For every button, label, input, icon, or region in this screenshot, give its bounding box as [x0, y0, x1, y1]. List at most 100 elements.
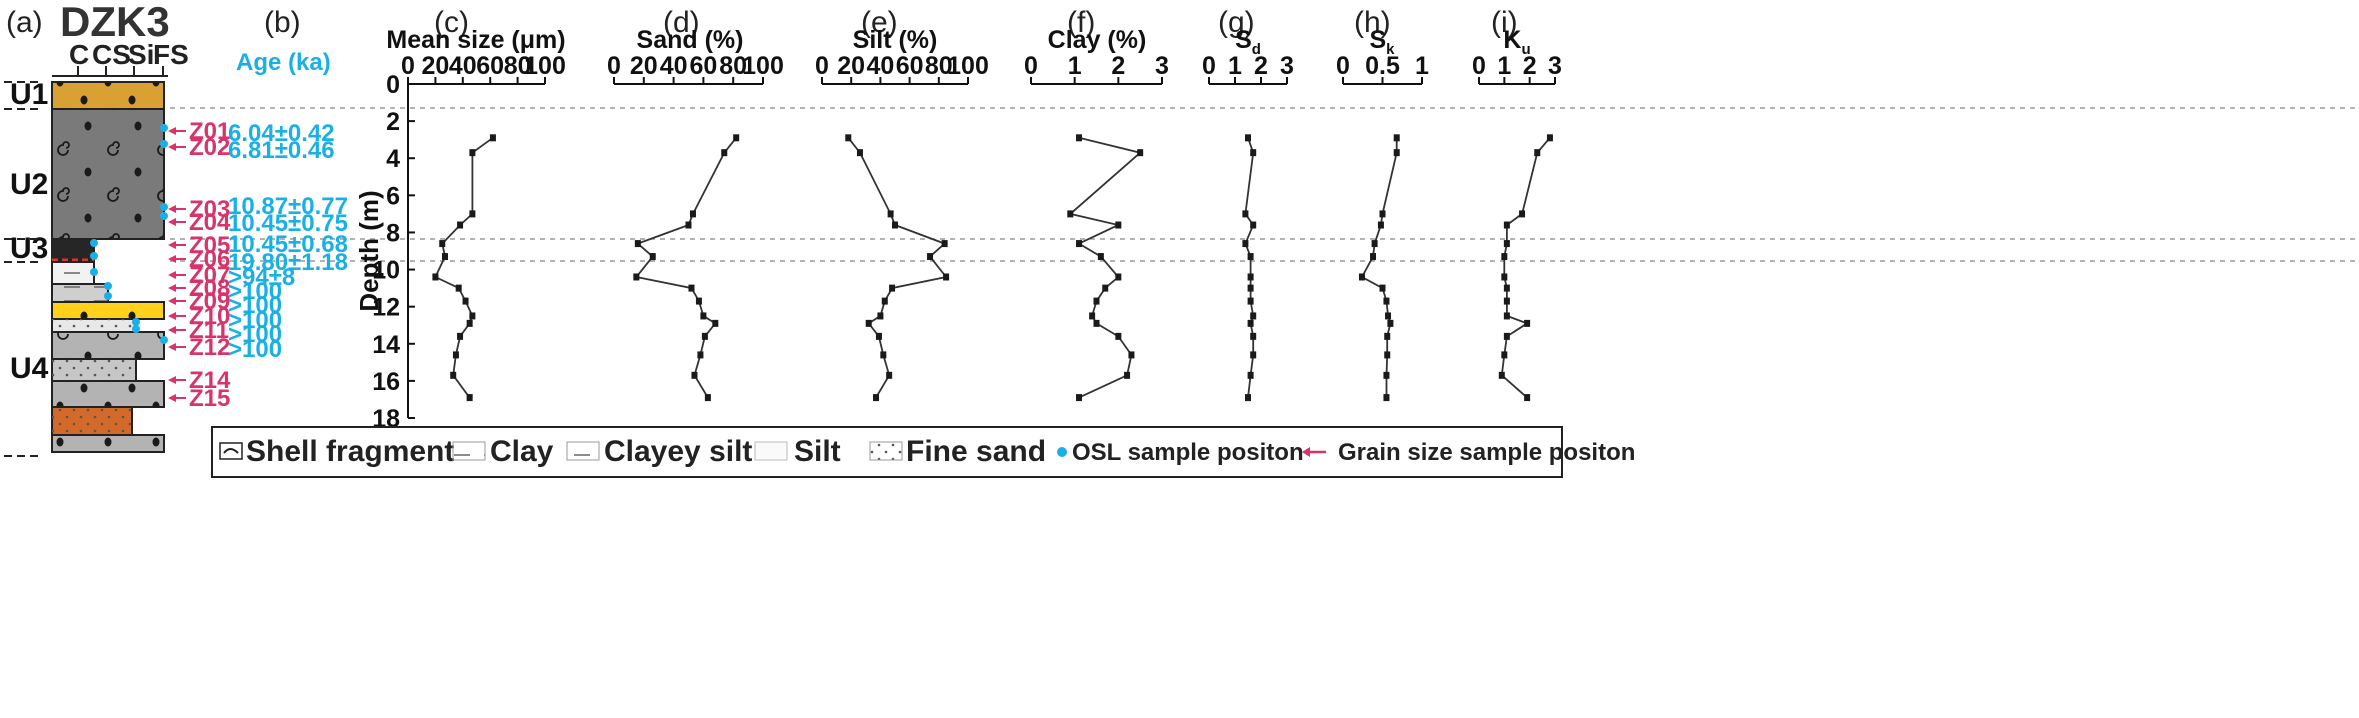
arrow-left-icon [168, 271, 176, 279]
sample-label: Z14 [189, 367, 231, 394]
x-tick-label: 0.5 [1365, 52, 1400, 80]
layer-yellow-sand-texture [52, 302, 164, 319]
series-line [434, 137, 494, 399]
arrow-left-icon [168, 312, 176, 320]
osl-markers [90, 124, 168, 344]
legend-clayey-silt: Clayey silt [604, 435, 752, 468]
layer-grey-sand-1-texture [52, 332, 164, 359]
legend-osl: OSL sample positon [1072, 439, 1304, 466]
unit-u4: U4 [10, 352, 49, 385]
x-tick-label: 20 [837, 52, 865, 80]
data-point [887, 210, 894, 218]
sample-label: Z05 [189, 232, 230, 259]
data-point [1385, 312, 1392, 320]
sample-label: Z07 [189, 262, 230, 289]
data-point [701, 332, 708, 340]
y-tick-label: 0 [386, 71, 400, 99]
arrow-left-icon [168, 343, 176, 351]
data-point [649, 253, 656, 261]
data-point [700, 312, 707, 320]
sample-label: Z09 [189, 288, 230, 315]
data-point [466, 319, 473, 327]
data-point [1501, 273, 1508, 281]
osl-legend-icon [1057, 447, 1067, 457]
col-head-fs: FS [153, 39, 189, 70]
data-point [457, 221, 464, 229]
data-point [441, 253, 448, 261]
y-tick-label: 6 [386, 182, 400, 210]
x-tick-label: 3 [1548, 52, 1562, 80]
data-point [941, 240, 948, 248]
data-point [1387, 319, 1394, 327]
data-point [1247, 253, 1254, 261]
data-point [1524, 319, 1531, 327]
osl-dot [104, 292, 112, 300]
osl-dot [160, 140, 168, 148]
panel-title: Sd [1235, 26, 1261, 58]
age-value: >100 [228, 336, 282, 363]
data-point [1503, 284, 1510, 292]
data-point [1501, 351, 1508, 359]
data-point [455, 284, 462, 292]
data-point [1383, 297, 1390, 305]
x-tick-label: 1 [1415, 52, 1429, 80]
data-point [1089, 312, 1096, 320]
data-point [1503, 312, 1510, 320]
data-point [1247, 319, 1254, 327]
x-tick-label: 100 [524, 52, 566, 80]
legend-silt: Silt [794, 435, 841, 468]
osl-dot [132, 325, 140, 333]
osl-dot [90, 268, 98, 276]
x-tick-label: 1 [1228, 52, 1242, 80]
x-tick-label: 40 [660, 52, 688, 80]
layer-grey-silt-texture [52, 359, 136, 381]
data-point [1115, 221, 1122, 229]
data-point [845, 134, 852, 142]
data-point [1247, 297, 1254, 305]
data-point [1498, 371, 1505, 379]
data-point [439, 240, 446, 248]
data-point [466, 394, 473, 402]
data-point [1128, 351, 1135, 359]
data-point [1067, 210, 1074, 218]
arrow-left-icon [168, 143, 176, 151]
data-point [1245, 134, 1251, 142]
sample-label: Z10 [189, 303, 230, 330]
data-point [1503, 332, 1510, 340]
data-point [1534, 149, 1541, 157]
data-point [1501, 253, 1508, 261]
data-point [1379, 284, 1386, 292]
panel-title: Mean size (μm) [386, 26, 565, 54]
sample-label: Z04 [189, 209, 231, 236]
layer-clayey-silt-texture [52, 284, 108, 302]
data-point [634, 240, 641, 248]
x-tick-label: 2 [1254, 52, 1268, 80]
x-tick-label: 80 [925, 52, 953, 80]
x-tick-label: 2 [1523, 52, 1537, 80]
data-point [1250, 312, 1257, 320]
arrow-left-icon [168, 241, 176, 249]
data-point [1383, 371, 1390, 379]
legend-fine-sand: Fine sand [906, 435, 1046, 468]
age-value: >100 [228, 278, 282, 305]
arrow-left-icon [168, 376, 176, 384]
data-point [691, 371, 698, 379]
unit-u3: U3 [10, 232, 48, 265]
data-point [469, 312, 476, 320]
x-tick-label: 40 [449, 52, 477, 80]
y-tick-label: 12 [372, 294, 400, 322]
data-point [880, 351, 887, 359]
data-point [685, 221, 692, 229]
data-point [1371, 240, 1378, 248]
series-line [634, 137, 737, 399]
data-point [865, 319, 872, 327]
panel-letter: (i) [1491, 6, 1518, 39]
panel-letter-b: (b) [264, 6, 301, 39]
x-tick-label: 100 [947, 52, 989, 80]
core-name: DZK3 [60, 0, 170, 45]
layer-clay-texture [52, 262, 94, 284]
x-tick-label: 100 [742, 52, 784, 80]
sample-label: Z11 [189, 317, 229, 344]
